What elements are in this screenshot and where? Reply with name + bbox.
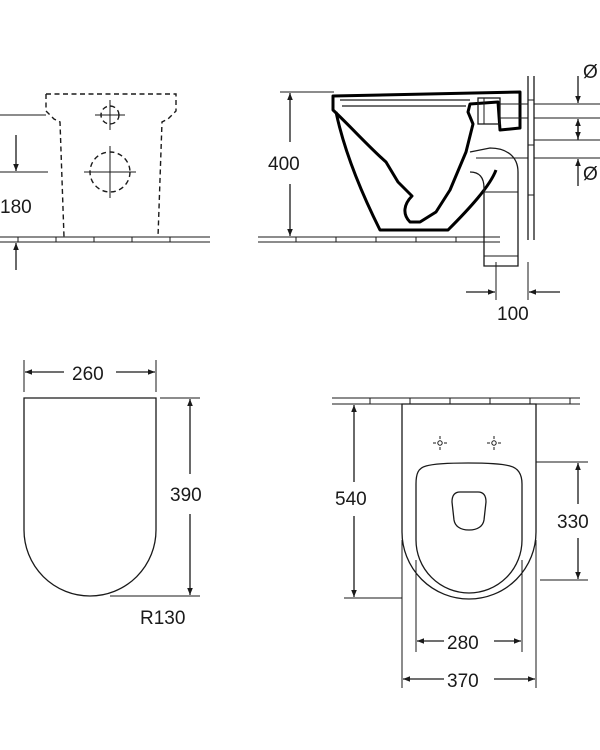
plan-seat-outline [415,462,523,594]
dim-front-height: 180 [0,197,32,218]
plan-view: 540 330 280 370 [332,397,589,692]
dim-cover-width: 260 [72,364,104,385]
side-wall [527,76,535,240]
inlet-hole-symbol [95,100,125,130]
cover-outline [23,397,157,597]
fixing-hole-left [433,436,447,450]
plan-pan-outline [401,403,537,600]
plan-bowl-opening [451,491,487,531]
dim-cover-radius: R130 [140,608,185,629]
front-view: 180 [0,93,210,270]
dim-cover-height: 390 [170,485,202,506]
dim-plan-seat-depth: 330 [557,512,589,533]
diameter-symbol-top: Ø [583,62,598,83]
dim-side-height: 400 [268,154,300,175]
dim-plan-outer-width: 370 [447,671,479,692]
fixing-hole-right [487,436,501,450]
side-view: 400 100 Ø Ø [258,62,600,325]
side-inlet-connector [477,97,528,125]
front-floor [0,236,210,243]
dim-outlet-offset: 100 [497,304,529,325]
outlet-hole-symbol [84,146,136,198]
side-outlet-pipe [469,147,528,267]
side-floor [258,236,500,243]
dim-plan-depth: 540 [335,489,367,510]
side-bowl-outline [331,90,522,224]
front-view-dashed-outline [45,93,177,238]
dim-plan-inner-width: 280 [447,633,479,654]
cover-view: 260 390 R130 [23,360,202,629]
plan-wall [332,397,580,405]
diameter-symbol-bottom: Ø [583,164,598,185]
